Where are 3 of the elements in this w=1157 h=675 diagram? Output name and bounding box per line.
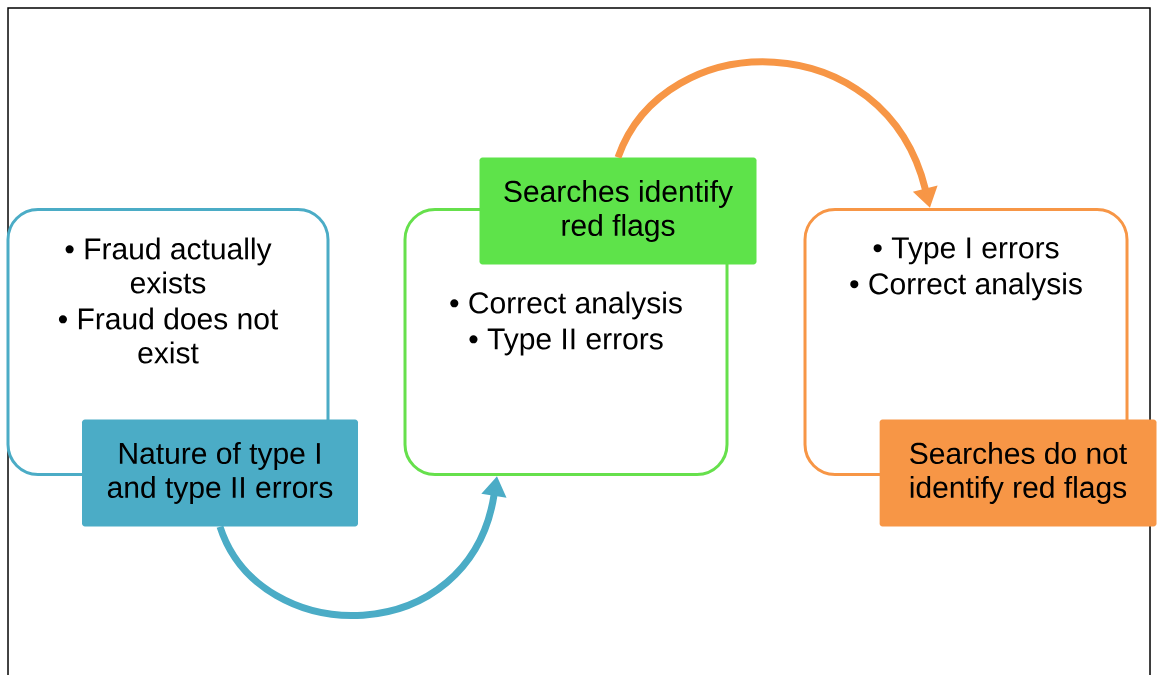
label-box: Searches do not identify red flags <box>879 419 1157 527</box>
label-box: Searches identify red flags <box>479 157 757 265</box>
label-box: Nature of type I and type II errors <box>82 419 358 527</box>
